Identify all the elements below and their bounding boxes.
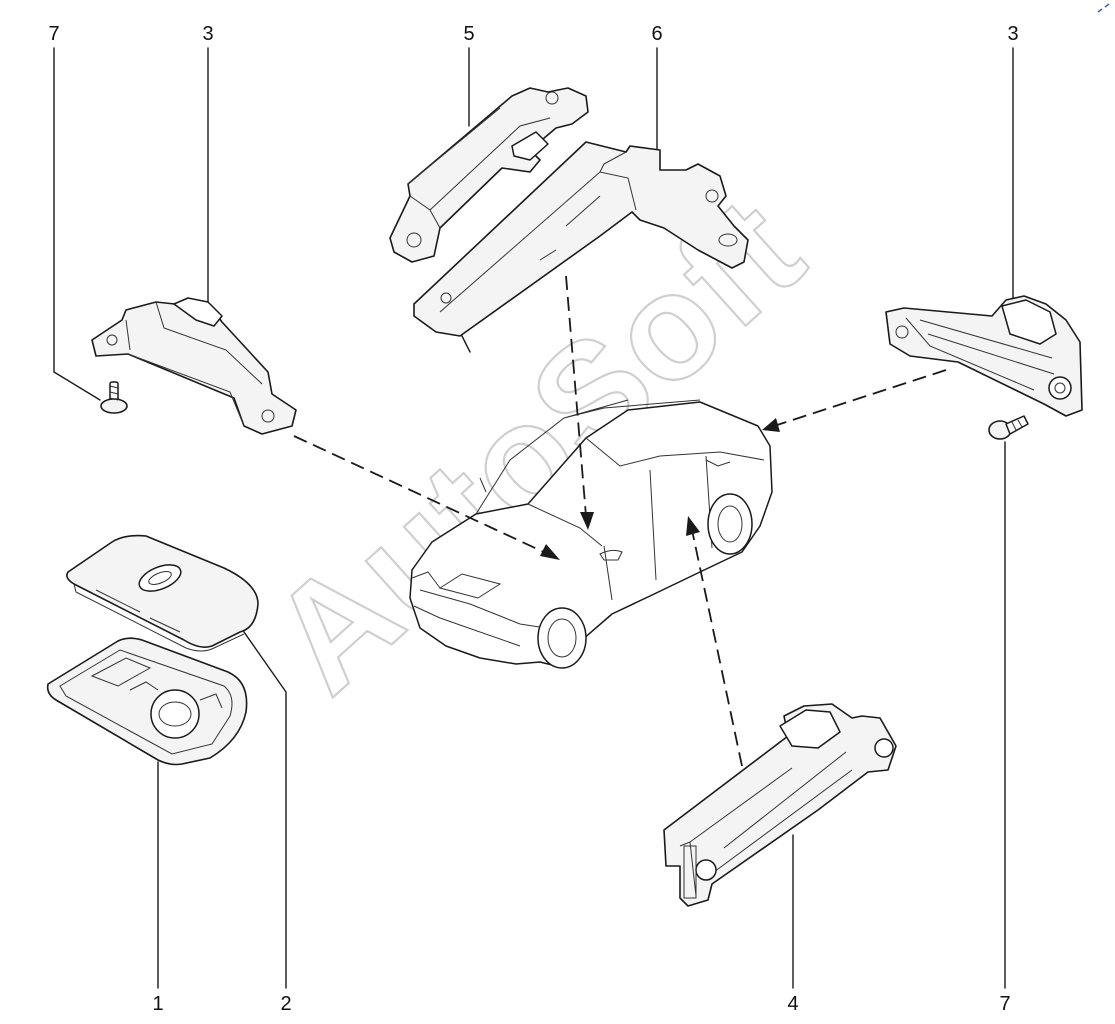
- callout-3-right: 3: [1007, 23, 1018, 45]
- callout-4: 4: [787, 993, 798, 1015]
- part-6-mounting-plate: [413, 141, 749, 337]
- leader-lines: [53, 47, 1014, 989]
- part-2-cover: [66, 534, 259, 652]
- part-7-left-screw: [100, 381, 128, 414]
- arrowhead-long-bracket: [686, 516, 700, 536]
- callout-6: 6: [651, 23, 662, 45]
- part-4-long-bracket: [663, 703, 897, 907]
- part-3-left-bracket: [91, 297, 297, 435]
- callout-2: 2: [280, 993, 291, 1015]
- callout-7-left: 7: [48, 23, 59, 45]
- callout-1: 1: [152, 993, 163, 1015]
- corner-marks: [1097, 3, 1110, 13]
- part-1-base-housing: [46, 637, 248, 766]
- car-sedan: [409, 399, 773, 669]
- arrow-lines: [293, 275, 947, 767]
- part-7-right-screw: [988, 415, 1029, 440]
- arrowhead-left-bracket: [540, 544, 560, 560]
- arrowhead-plate: [580, 512, 594, 530]
- part-3-right-bracket: [885, 295, 1083, 417]
- callout-3-left: 3: [202, 23, 213, 45]
- callout-7-right: 7: [999, 993, 1010, 1015]
- callout-5: 5: [463, 23, 474, 45]
- arrowhead-right-bracket: [762, 418, 780, 432]
- part-5-antenna-module: [389, 87, 589, 263]
